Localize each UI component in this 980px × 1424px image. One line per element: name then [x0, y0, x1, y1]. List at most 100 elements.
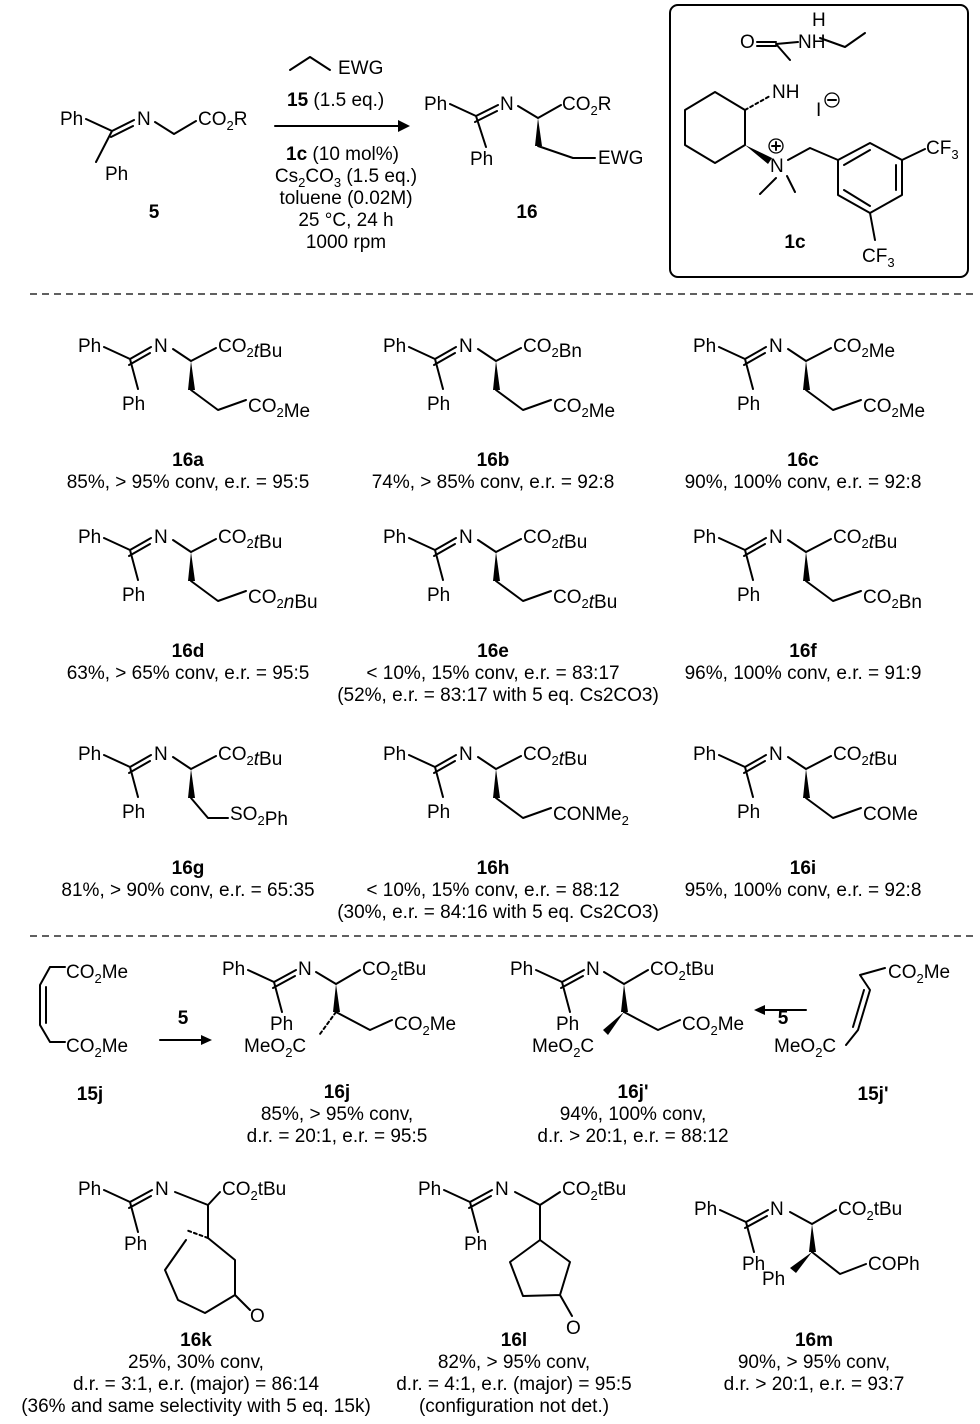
ewg-label: EWG [598, 148, 643, 169]
ester-label: CO2Me [394, 1014, 456, 1038]
bond [103, 346, 152, 390]
ester-label: CO2tBu [650, 959, 714, 983]
compound-label-16k: 16k [180, 1330, 212, 1351]
compound-label-16g: 16g [172, 858, 205, 879]
side-chain-label: SO2Ph [230, 804, 288, 830]
n-atom: N [155, 1179, 169, 1200]
ester-label: CO2Me [833, 336, 895, 362]
bond [190, 797, 229, 819]
ester-label: CO2Me [66, 962, 128, 986]
compound-label-16h: 16h [477, 858, 510, 879]
ph-label: Ph [427, 585, 450, 606]
bond [172, 347, 217, 362]
product-16l: Ph Ph N O CO2tBu 16l 82%, > 95% conv, d.… [396, 1179, 632, 1417]
temperature-time: 25 °C, 24 h [298, 210, 393, 231]
result-line2: d.r. = 4:1, e.r. (major) = 95:5 [396, 1374, 632, 1395]
bond [103, 537, 152, 581]
bond [805, 797, 862, 819]
compound-label-16e: 16e [477, 641, 509, 662]
ph-label: Ph [470, 149, 493, 170]
result-line: 95%, 100% conv, e.r. = 92:8 [685, 880, 922, 901]
n-atom: N [500, 94, 514, 115]
ph-label: Ph [270, 1014, 293, 1035]
ester-label: CO2tBu [838, 1199, 902, 1223]
n-plus-atom: N [770, 156, 784, 177]
result-line2: d.r. = 3:1, e.r. (major) = 86:14 [73, 1374, 320, 1395]
result-line2: d.r. = 20:1, e.r. = 95:5 [247, 1126, 428, 1147]
ph-label: Ph [78, 744, 101, 765]
ph-label: Ph [78, 336, 101, 357]
result-line3: (36% and same selectivity with 5 eq. 15k… [21, 1396, 371, 1417]
side-chain-label: COMe [863, 804, 918, 825]
side-chain-label: CO2nBu [248, 587, 318, 613]
n-atom: N [298, 959, 312, 980]
ester-label: CO2Me [66, 1036, 128, 1060]
compound-label-16l: 16l [501, 1330, 527, 1351]
arrow-label-5: 5 [778, 1008, 789, 1029]
product-16m: Ph Ph Ph N CO2tBu COPh 16m 90%, > 95% co… [694, 1199, 920, 1395]
bond [718, 537, 767, 581]
ph-label: Ph [383, 527, 406, 548]
ester-label: CO2tBu [218, 336, 282, 362]
n-atom: N [459, 336, 473, 357]
nh-label: NH [772, 82, 799, 103]
bond [188, 361, 195, 390]
ester-label: CO2Me [682, 1014, 744, 1038]
result-line: 63%, > 65% conv, e.r. = 95:5 [67, 663, 310, 684]
compound-label-16a: 16a [172, 450, 204, 471]
compound-label-16c: 16c [787, 450, 819, 471]
ph-label: Ph [762, 1269, 785, 1290]
result-line: 96%, 100% conv, e.r. = 91:9 [685, 663, 922, 684]
bond [718, 754, 767, 798]
compound-label-16m: 16m [795, 1330, 833, 1351]
ester-label: MeO2C [774, 1036, 836, 1060]
ph-label: Ph [693, 744, 716, 765]
result-line1: 85%, > 95% conv, [261, 1104, 413, 1125]
ph-label: Ph [124, 1234, 147, 1255]
n-atom: N [769, 336, 783, 357]
result-line1: 94%, 100% conv, [560, 1104, 706, 1125]
ph-label: Ph [78, 527, 101, 548]
ester-label: CO2Bn [523, 336, 582, 362]
n-atom: N [770, 1199, 784, 1220]
bond [803, 769, 810, 798]
compound-label-16f: 16f [789, 641, 817, 662]
n-atom: N [586, 959, 600, 980]
bond [172, 755, 217, 770]
bond [805, 580, 862, 602]
bond [495, 797, 552, 819]
ph-label: Ph [737, 802, 760, 823]
result-line2: d.r. > 20:1, e.r. = 93:7 [724, 1374, 905, 1395]
arrow-label-5: 5 [178, 1008, 189, 1029]
ph-label: Ph [464, 1234, 487, 1255]
catalyst-1c-box: H O NH NH N CF3 CF3 I 1c [669, 4, 969, 278]
bond [477, 538, 522, 553]
result-line2: d.r. > 20:1, e.r. = 88:12 [537, 1126, 728, 1147]
bond [408, 346, 457, 390]
ph-label: Ph [122, 585, 145, 606]
ester-co2r: CO2R [562, 94, 611, 118]
ester-label: MeO2C [532, 1036, 594, 1060]
bond [188, 769, 195, 798]
side-chain-label: CO2Me [248, 396, 310, 422]
bond [495, 389, 552, 411]
ester-label: CO2tBu [562, 1179, 626, 1203]
side-chain-label: CO2Me [553, 396, 615, 422]
cf3-group: CF3 [926, 138, 959, 162]
ph-label: Ph [693, 336, 716, 357]
result-line: 74%, > 85% conv, e.r. = 92:8 [372, 472, 615, 493]
bond [493, 769, 500, 798]
bond [103, 754, 152, 798]
product-16j: Ph Ph N CO2tBu CO2Me MeO2C 16j 85%, > 95… [222, 959, 456, 1147]
arrow-to-16j-prime: 5 [754, 1005, 807, 1029]
bond [493, 361, 500, 390]
